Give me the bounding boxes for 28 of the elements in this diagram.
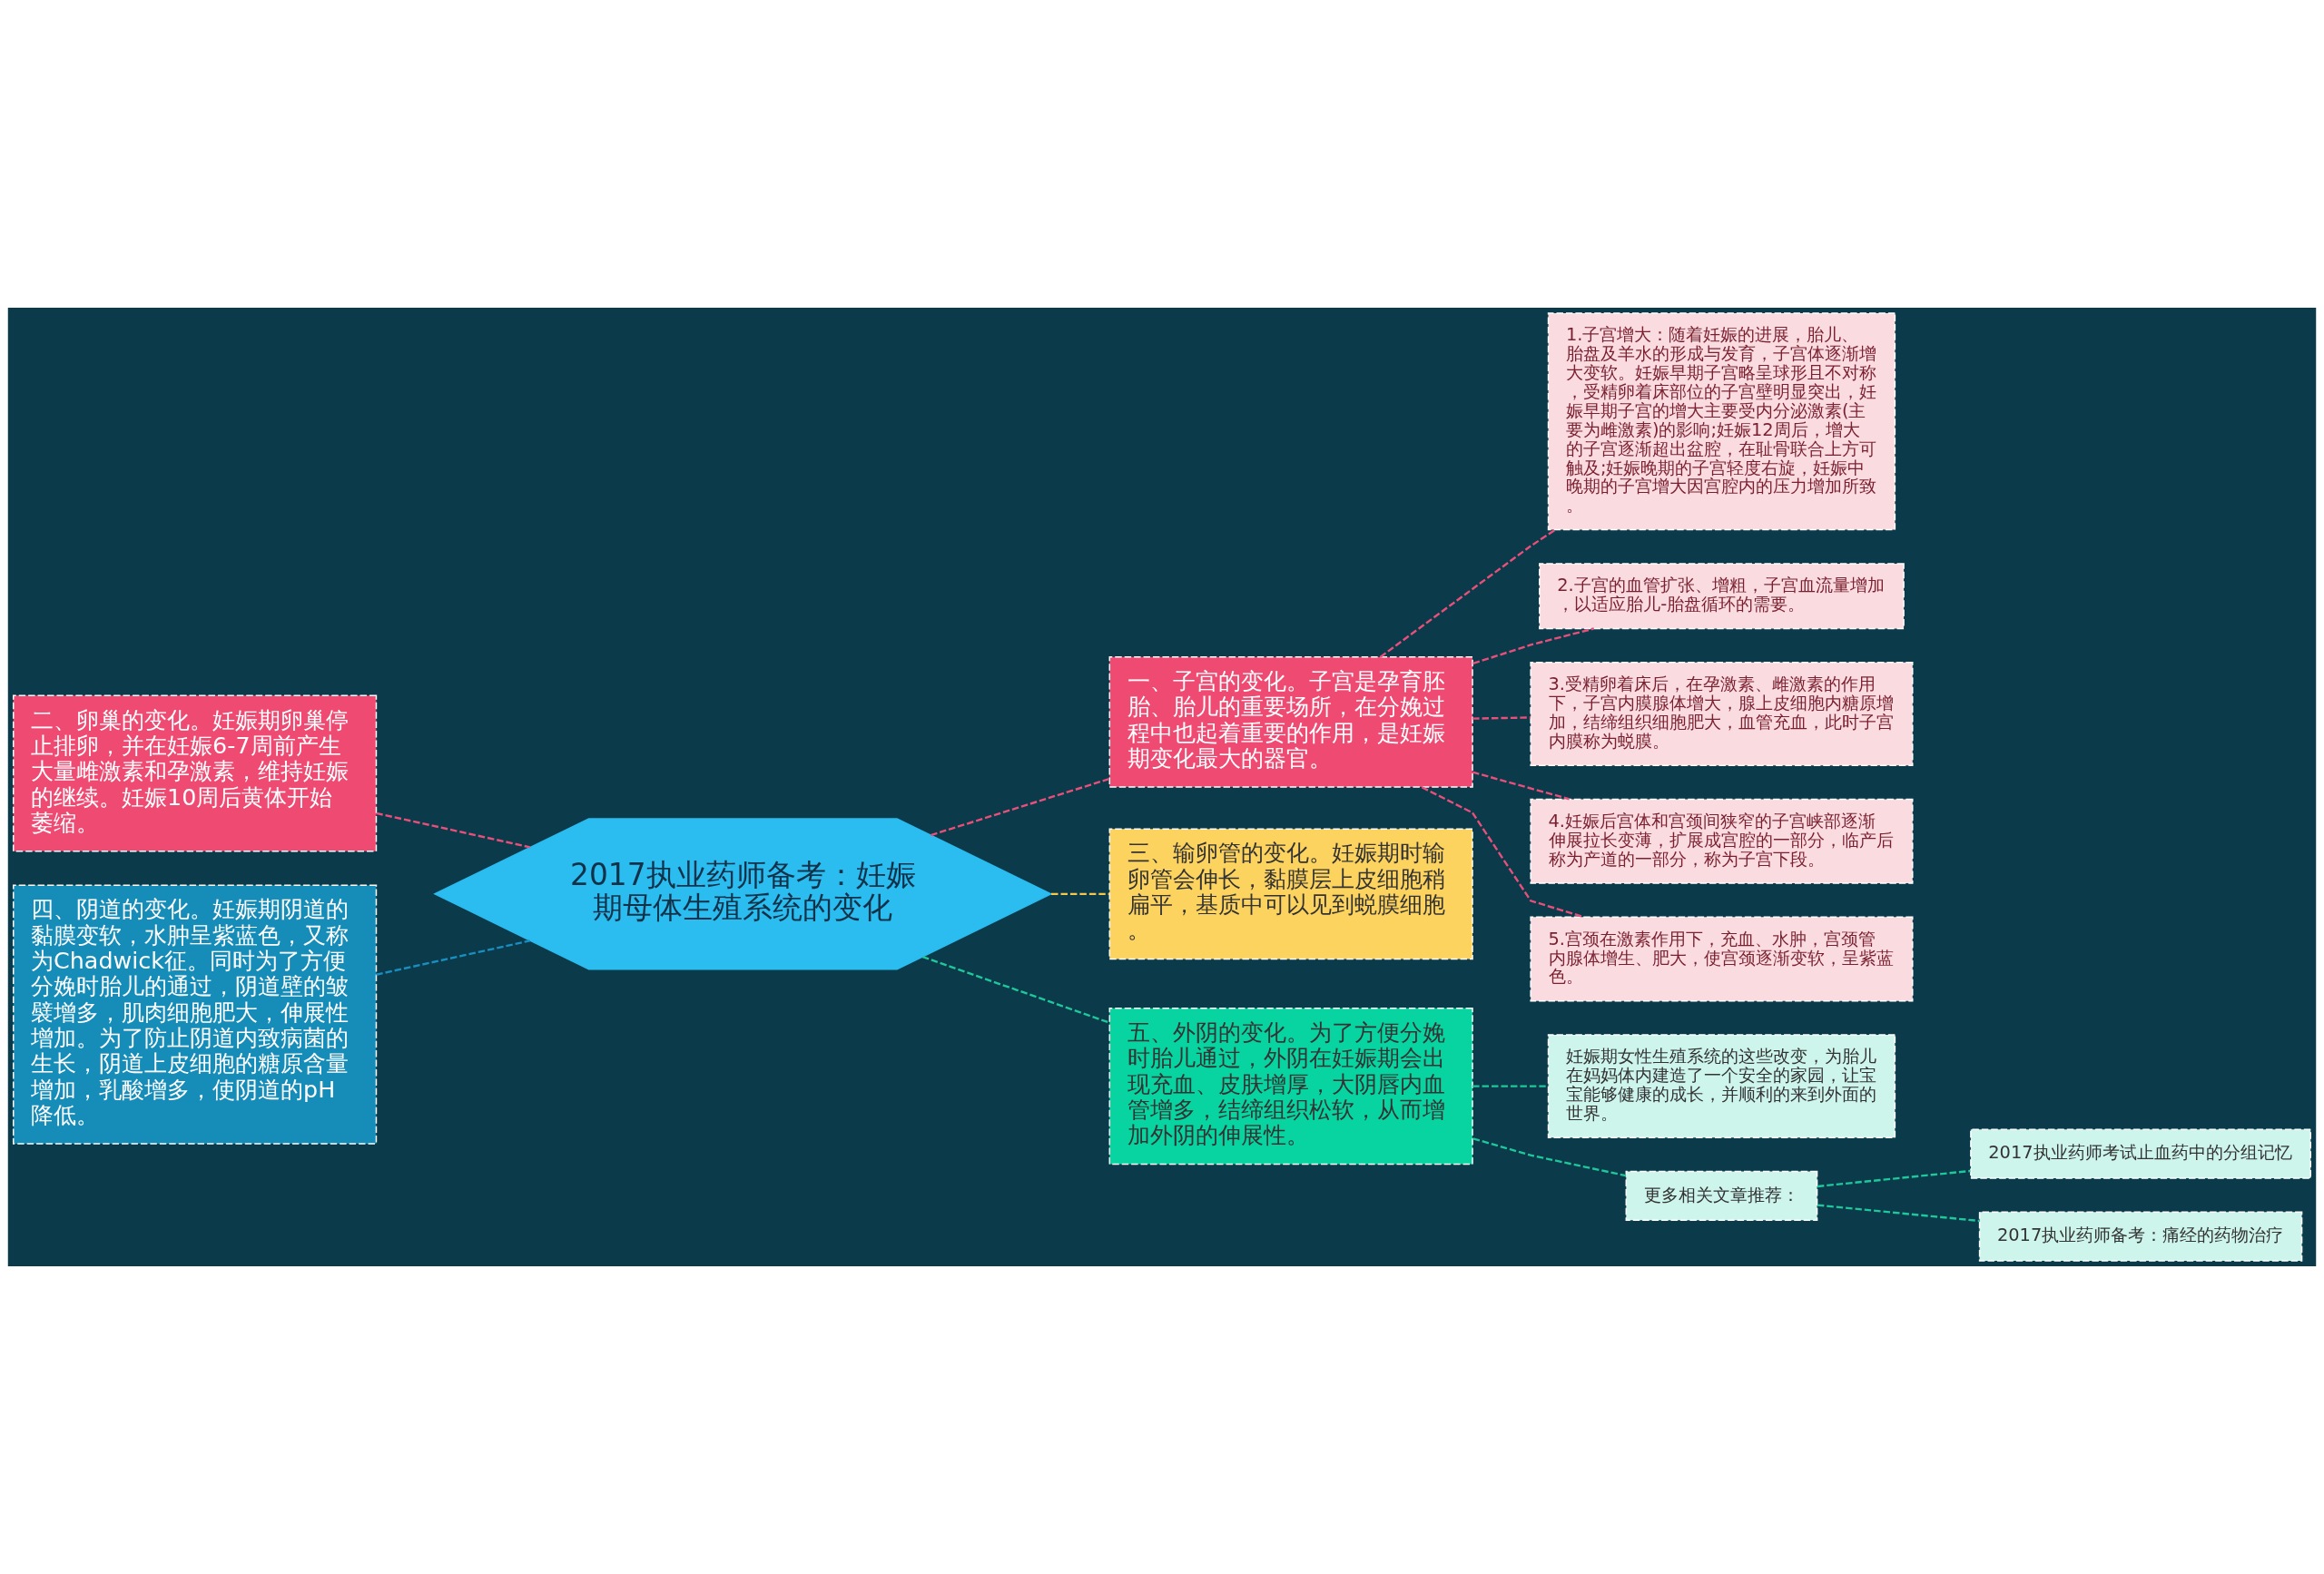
connector <box>1472 627 1594 665</box>
connector <box>1472 1137 1627 1177</box>
connector <box>1817 1169 1971 1188</box>
connector <box>1421 786 1584 919</box>
node-box: 五、外阴的变化。为了方便分娩时胎儿通过，外阴在妊娠期会出现充血、皮肤增厚，大阴唇内血管增多，结缔组织松软，从而增加外阴的伸展性。 <box>1108 1008 1473 1166</box>
node-box: 更多相关文章推荐： <box>1625 1170 1818 1222</box>
node-box: 妊娠期女性生殖系统的这些改变，为胎儿在妈妈体内建造了一个安全的家园，让宝宝能够健康的成长，并顺利的来到外面的世界。 <box>1547 1034 1896 1139</box>
connector <box>376 939 530 976</box>
connector <box>1051 892 1109 896</box>
node-box: 5.宫颈在激素作用下，充血、水肿，宫颈管内腺体增生、肥大，使宫颈逐渐变软，呈紫蓝色。 <box>1530 916 1914 1002</box>
node-box: 三、输卵管的变化。妊娠期时输卵管会伸长，黏膜层上皮细胞稍扁平，基质中可以见到蜕膜细胞。 <box>1108 828 1473 960</box>
connector <box>1472 716 1531 720</box>
connector <box>1472 1085 1549 1087</box>
node-box: 2017执业药师考试止血药中的分组记忆 <box>1970 1128 2311 1179</box>
node-box: 1.子宫增大：随着妊娠的进展，胎儿、胎盘及羊水的形成与发育，子宫体逐渐增大变软。妊娠早期子宫略呈球形且不对称，受精卵着床部位的子宫壁明显突出，妊娠早期子宫的增大主要受内分泌激素(主要为雌激素)的影响;妊娠12周后，增大的子宫逐渐超出盆腔，在耻骨联合上方可触及;妊娠晚期的子宫轻度右旋，妊娠中晚期的子宫增大因宫腔内的压力增加所致。 <box>1547 312 1896 531</box>
connector <box>1472 771 1570 801</box>
connector <box>931 777 1110 837</box>
node-box: 2017执业药师备考：痛经的药物治疗 <box>1978 1211 2303 1262</box>
node-box: 四、阴道的变化。妊娠期阴道的黏膜变软，水肿呈紫蓝色，又称为Chadwick征。同时为了方便分娩时胎儿的通过，阴道壁的皱襞增多，肌肉细胞肥大，伸展性增加。为了防止阴道内致病菌的生长，阴道上皮细胞的糖原含量增加，乳酸增多，使阴道的pH降低。 <box>13 884 378 1145</box>
connector <box>921 955 1110 1024</box>
connector <box>1379 528 1556 658</box>
connector <box>376 812 530 849</box>
connector <box>1817 1204 1980 1223</box>
node-box: 2.子宫的血管扩张、增粗，子宫血流量增加，以适应胎儿-胎盘循环的需要。 <box>1539 563 1905 630</box>
node-box: 一、子宫的变化。子宫是孕育胚胎、胎儿的重要场所，在分娩过程中也起着重要的作用，是妊娠期变化最大的器官。 <box>1108 656 1473 788</box>
node-box: 4.妊娠后宫体和宫颈间狭窄的子宫峡部逐渐伸展拉长变薄，扩展成宫腔的一部分，临产后称为产道的一部分，称为子宫下段。 <box>1530 798 1914 884</box>
node-box: 3.受精卵着床后，在孕激素、雌激素的作用下，子宫内膜腺体增大，腺上皮细胞内糖原增加，结缔组织细胞肥大，血管充血，此时子宫内膜称为蜕膜。 <box>1530 662 1914 766</box>
node-box: 二、卵巢的变化。妊娠期卵巢停止排卵，并在妊娠6-7周前产生大量雌激素和孕激素，维持妊娠的继续。妊娠10周后黄体开始萎缩。 <box>13 694 378 852</box>
